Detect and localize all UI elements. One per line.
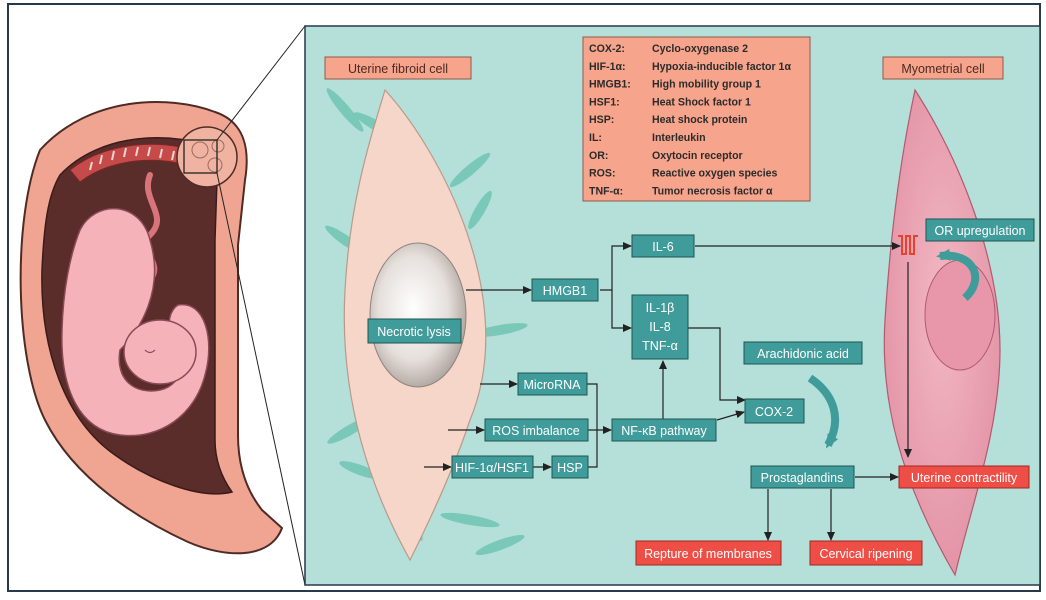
hif-hsf1-text: HIF-1α/HSF1 bbox=[455, 461, 529, 475]
legend-abbreviation: OR: bbox=[589, 150, 608, 162]
legend-definition: High mobility group 1 bbox=[652, 79, 761, 91]
fibroid-cell-label-text: Uterine fibroid cell bbox=[348, 62, 448, 76]
cox2-text: COX-2 bbox=[755, 405, 793, 419]
legend-abbreviation: TNF-α: bbox=[589, 185, 623, 197]
microrna-text: MicroRNA bbox=[524, 378, 582, 392]
legend-abbreviation: COX-2: bbox=[589, 43, 625, 55]
legend-abbreviation: IL: bbox=[589, 132, 602, 144]
legend-definition: Heat shock protein bbox=[652, 114, 747, 126]
prostaglandins-text: Prostaglandins bbox=[761, 471, 844, 485]
legend-abbreviation: HIF-1α: bbox=[589, 61, 626, 73]
necrotic-lysis-text: Necrotic lysis bbox=[377, 325, 451, 339]
il6-text: IL-6 bbox=[652, 240, 674, 254]
ros-imbalance-text: ROS imbalance bbox=[492, 424, 580, 438]
legend-definition: Tumor necrosis factor α bbox=[652, 185, 773, 197]
nfkb-pathway-text: NF-κB pathway bbox=[621, 424, 707, 438]
tnfa-text: TNF-α bbox=[642, 339, 678, 353]
il8-text: IL-8 bbox=[649, 320, 671, 334]
legend-definition: Cyclo-oxygenase 2 bbox=[652, 43, 748, 55]
hsp-text: HSP bbox=[557, 461, 583, 475]
legend-definition: Hypoxia-inducible factor 1α bbox=[652, 61, 791, 73]
legend-abbreviation: ROS: bbox=[589, 168, 615, 180]
legend-definition: Reactive oxygen species bbox=[652, 168, 778, 180]
membrane-rupture-text: Repture of membranes bbox=[644, 547, 772, 561]
legend-definition: Heat Shock factor 1 bbox=[652, 96, 751, 108]
or-upregulation-text: OR upregulation bbox=[934, 224, 1025, 238]
legend-abbreviation: HSF1: bbox=[589, 96, 620, 108]
hmgb1-text: HMGB1 bbox=[543, 284, 588, 298]
myometrial-cell-label-text: Myometrial cell bbox=[901, 62, 984, 76]
legend-abbreviation: HMGB1: bbox=[589, 79, 631, 91]
cervical-ripening-text: Cervical ripening bbox=[819, 547, 912, 561]
legend-definition: Oxytocin receptor bbox=[652, 150, 743, 162]
legend-definition: Interleukin bbox=[652, 132, 706, 144]
arachidonic-acid-text: Arachidonic acid bbox=[757, 347, 849, 361]
uterine-contractility-text: Uterine contractility bbox=[911, 471, 1018, 485]
legend-abbreviation: HSP: bbox=[589, 114, 614, 126]
il1b-text: IL-1β bbox=[646, 301, 675, 315]
